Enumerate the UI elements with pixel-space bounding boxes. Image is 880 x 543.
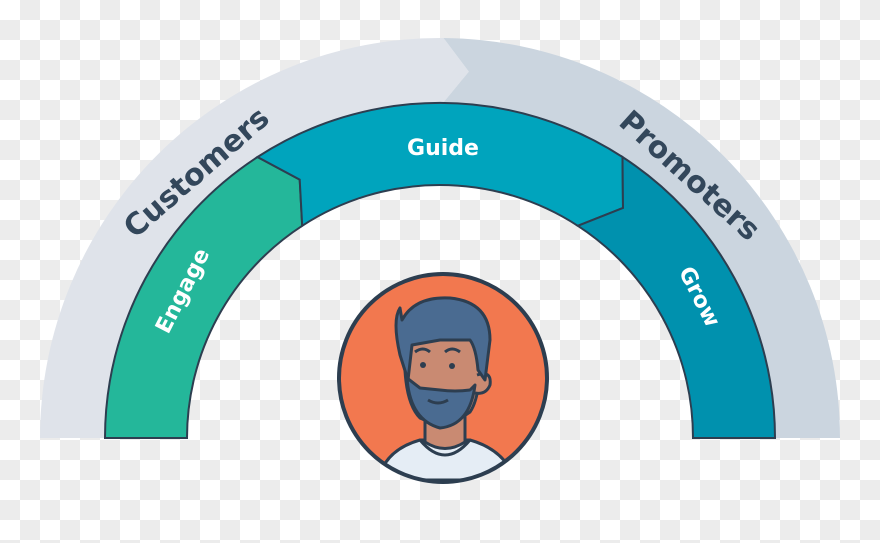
outer-ring [40, 37, 841, 439]
bearded-man-avatar-icon [376, 296, 517, 482]
customers-segment [40, 37, 469, 439]
stage-ring [103, 101, 777, 439]
guide-label: Guide [407, 136, 479, 161]
avatar [337, 272, 549, 484]
promoters-segment [442, 38, 841, 438]
grow-segment [575, 155, 777, 439]
